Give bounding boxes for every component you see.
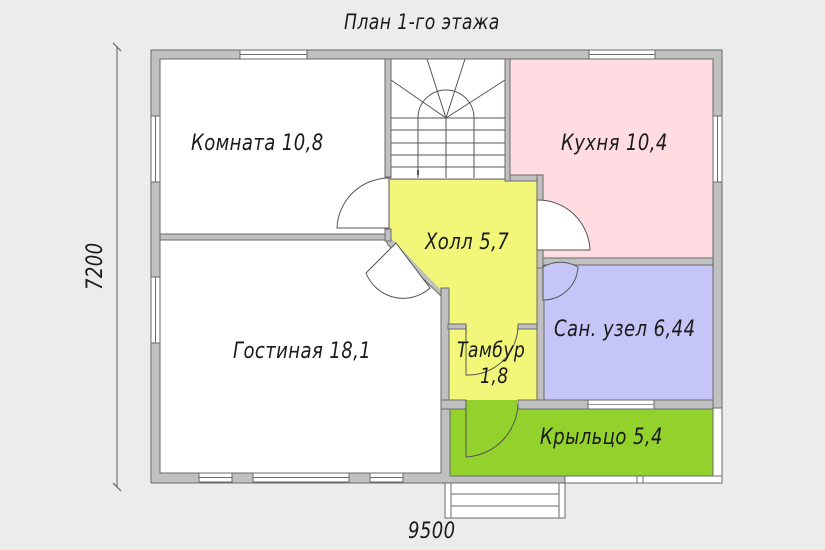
- porch-steps: [444, 482, 566, 519]
- room-label-hall: Холл 5,7: [425, 230, 510, 255]
- dimension-height-label: 7200: [83, 242, 108, 290]
- room-tambour: [448, 325, 537, 407]
- dimension-width-label: 9500: [408, 519, 456, 544]
- doors: [336, 177, 591, 458]
- room-label-porch: Крыльцо 5,4: [540, 425, 663, 450]
- room-label-tambour-area: 1,8: [480, 364, 509, 388]
- room-porch: [449, 407, 714, 477]
- room-hall: [389, 180, 537, 325]
- room-label-tambour: Тамбур: [457, 338, 526, 362]
- room-label-komnata: Комната 10,8: [191, 131, 324, 156]
- staircase: [390, 58, 506, 180]
- interior-walls: [159, 58, 714, 269]
- plan-title: План 1-го этажа: [344, 10, 500, 34]
- stair-treads: [390, 58, 506, 178]
- windows: [150, 49, 723, 483]
- room-label-gostinaya: Гостиная 18,1: [233, 339, 372, 364]
- room-label-kitchen: Кухня 10,4: [561, 131, 668, 156]
- room-bathroom: [542, 264, 714, 401]
- dimension-line-vertical: [112, 42, 122, 492]
- room-label-bathroom: Сан. узел 6,44: [554, 317, 696, 342]
